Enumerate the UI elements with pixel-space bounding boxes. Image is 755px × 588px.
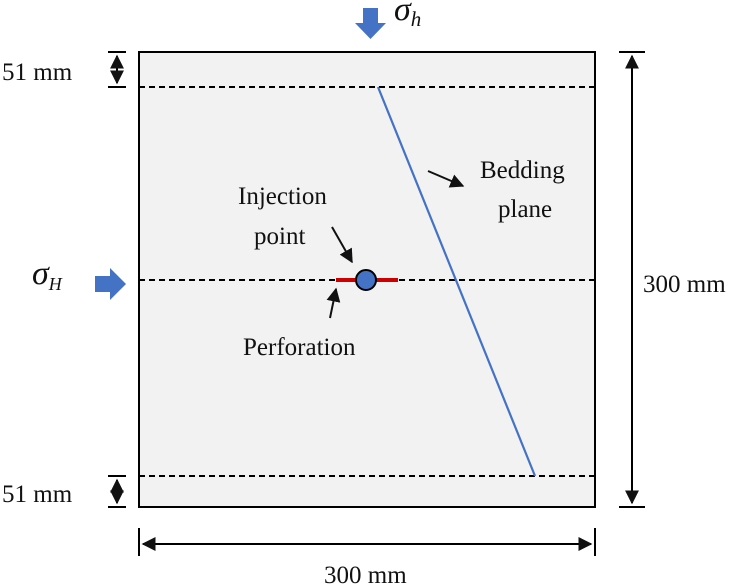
sigma-h-arrow	[355, 8, 386, 39]
bottom-offset-dim-label: 51 mm	[2, 481, 73, 508]
injection-point-label-line2: point	[254, 223, 305, 250]
injection-point-pointer-arrow	[331, 226, 353, 264]
bedding-plane-pointer-arrow	[427, 170, 465, 188]
sigma-H-label: σH	[32, 255, 63, 294]
bedding-plane-label-line1: Bedding	[480, 157, 565, 184]
perforation-label: Perforation	[243, 334, 356, 361]
sigma-h-label: σh	[394, 0, 421, 31]
injection-point-marker	[355, 269, 377, 291]
sigma-H-arrow	[95, 268, 126, 300]
bedding-plane-label-line2: plane	[498, 196, 552, 223]
height-dim-label: 300 mm	[643, 271, 726, 298]
top-offset-dim-label: 51 mm	[2, 59, 73, 86]
width-dim-label: 300 mm	[324, 562, 407, 588]
bedding-plane-line	[376, 86, 537, 477]
perforation-pointer-arrow	[326, 287, 341, 319]
injection-point-label-line1: Injection	[238, 183, 327, 210]
